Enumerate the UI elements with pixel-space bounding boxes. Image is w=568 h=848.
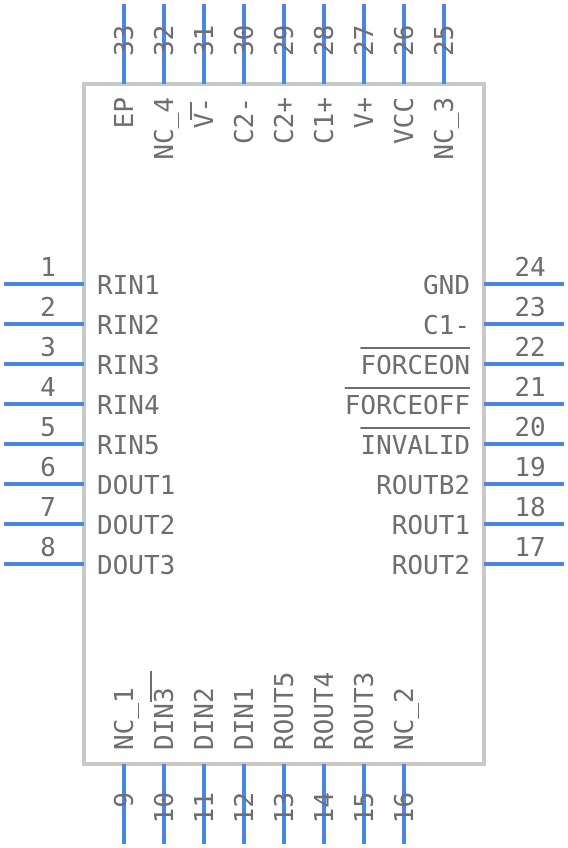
pin-label-vcc: VCC bbox=[390, 97, 420, 144]
pin-number-32: 32 bbox=[150, 25, 180, 56]
pin-label-rout1: ROUT1 bbox=[392, 511, 470, 541]
pin-label-forceoff: FORCEOFF bbox=[345, 391, 470, 421]
pin-number-1: 1 bbox=[40, 253, 56, 283]
pin-label-rin5: RIN5 bbox=[97, 431, 160, 461]
pin-number-7: 7 bbox=[40, 493, 56, 523]
pin-number-5: 5 bbox=[40, 413, 56, 443]
pin-label-v: V+ bbox=[350, 97, 380, 128]
pin-number-16: 16 bbox=[390, 792, 420, 823]
pin-label-ep: EP bbox=[110, 97, 140, 128]
pin-number-22: 22 bbox=[514, 333, 545, 363]
pin-number-26: 26 bbox=[390, 25, 420, 56]
pin-number-23: 23 bbox=[514, 293, 545, 323]
pin-number-19: 19 bbox=[514, 453, 545, 483]
pin-number-15: 15 bbox=[350, 792, 380, 823]
pin-number-18: 18 bbox=[514, 493, 545, 523]
pin-label-c2: C2+ bbox=[270, 97, 300, 144]
pin-label-nc-4: NC_4 bbox=[150, 97, 180, 160]
pin-label-dout2: DOUT2 bbox=[97, 511, 175, 541]
pin-label-rin1: RIN1 bbox=[97, 271, 160, 301]
pin-number-33: 33 bbox=[110, 25, 140, 56]
pin-label-nc-2: NC_2 bbox=[390, 687, 420, 750]
pin-number-10: 10 bbox=[150, 792, 180, 823]
pin-number-2: 2 bbox=[40, 293, 56, 323]
pin-label-v: V- bbox=[190, 97, 220, 128]
pin-label-invalid: INVALID bbox=[360, 431, 470, 461]
pin-number-9: 9 bbox=[110, 792, 140, 808]
pin-label-din3: DIN3 bbox=[150, 687, 180, 750]
pin-number-11: 11 bbox=[190, 792, 220, 823]
pin-number-4: 4 bbox=[40, 373, 56, 403]
pin-label-rout5: ROUT5 bbox=[270, 672, 300, 750]
pin-label-rin3: RIN3 bbox=[97, 351, 160, 381]
pin-label-gnd: GND bbox=[423, 271, 470, 301]
pin-label-routb2: ROUTB2 bbox=[376, 471, 470, 501]
pin-number-17: 17 bbox=[514, 533, 545, 563]
pin-number-3: 3 bbox=[40, 333, 56, 363]
pin-number-14: 14 bbox=[310, 792, 340, 823]
pin-label-c1: C1- bbox=[423, 311, 470, 341]
pin-label-rout2: ROUT2 bbox=[392, 551, 470, 581]
pin-number-6: 6 bbox=[40, 453, 56, 483]
pin-number-27: 27 bbox=[350, 25, 380, 56]
pin-label-rout4: ROUT4 bbox=[310, 672, 340, 750]
pin-number-20: 20 bbox=[514, 413, 545, 443]
pin-label-rout3: ROUT3 bbox=[350, 672, 380, 750]
pin-label-rin4: RIN4 bbox=[97, 391, 160, 421]
pin-label-dout1: DOUT1 bbox=[97, 471, 175, 501]
pin-number-12: 12 bbox=[230, 792, 260, 823]
pin-number-29: 29 bbox=[270, 25, 300, 56]
pin-number-21: 21 bbox=[514, 373, 545, 403]
pin-label-dout3: DOUT3 bbox=[97, 551, 175, 581]
pin-number-8: 8 bbox=[40, 533, 56, 563]
pin-label-c1: C1+ bbox=[310, 97, 340, 144]
pin-number-28: 28 bbox=[310, 25, 340, 56]
pin-label-c2: C2- bbox=[230, 97, 260, 144]
pin-number-24: 24 bbox=[514, 253, 545, 283]
pin-number-31: 31 bbox=[190, 25, 220, 56]
pin-number-30: 30 bbox=[230, 25, 260, 56]
ic-body-outline bbox=[82, 82, 486, 766]
pin-label-din2: DIN2 bbox=[190, 687, 220, 750]
pin-label-nc-3: NC_3 bbox=[430, 97, 460, 160]
pin-label-forceon: FORCEON bbox=[360, 351, 470, 381]
pin-number-13: 13 bbox=[270, 792, 300, 823]
pin-label-nc-1: NC_1 bbox=[110, 687, 140, 750]
pin-number-25: 25 bbox=[430, 25, 460, 56]
pin-label-rin2: RIN2 bbox=[97, 311, 160, 341]
pins-layer bbox=[4, 4, 564, 844]
pin-label-din1: DIN1 bbox=[230, 687, 260, 750]
